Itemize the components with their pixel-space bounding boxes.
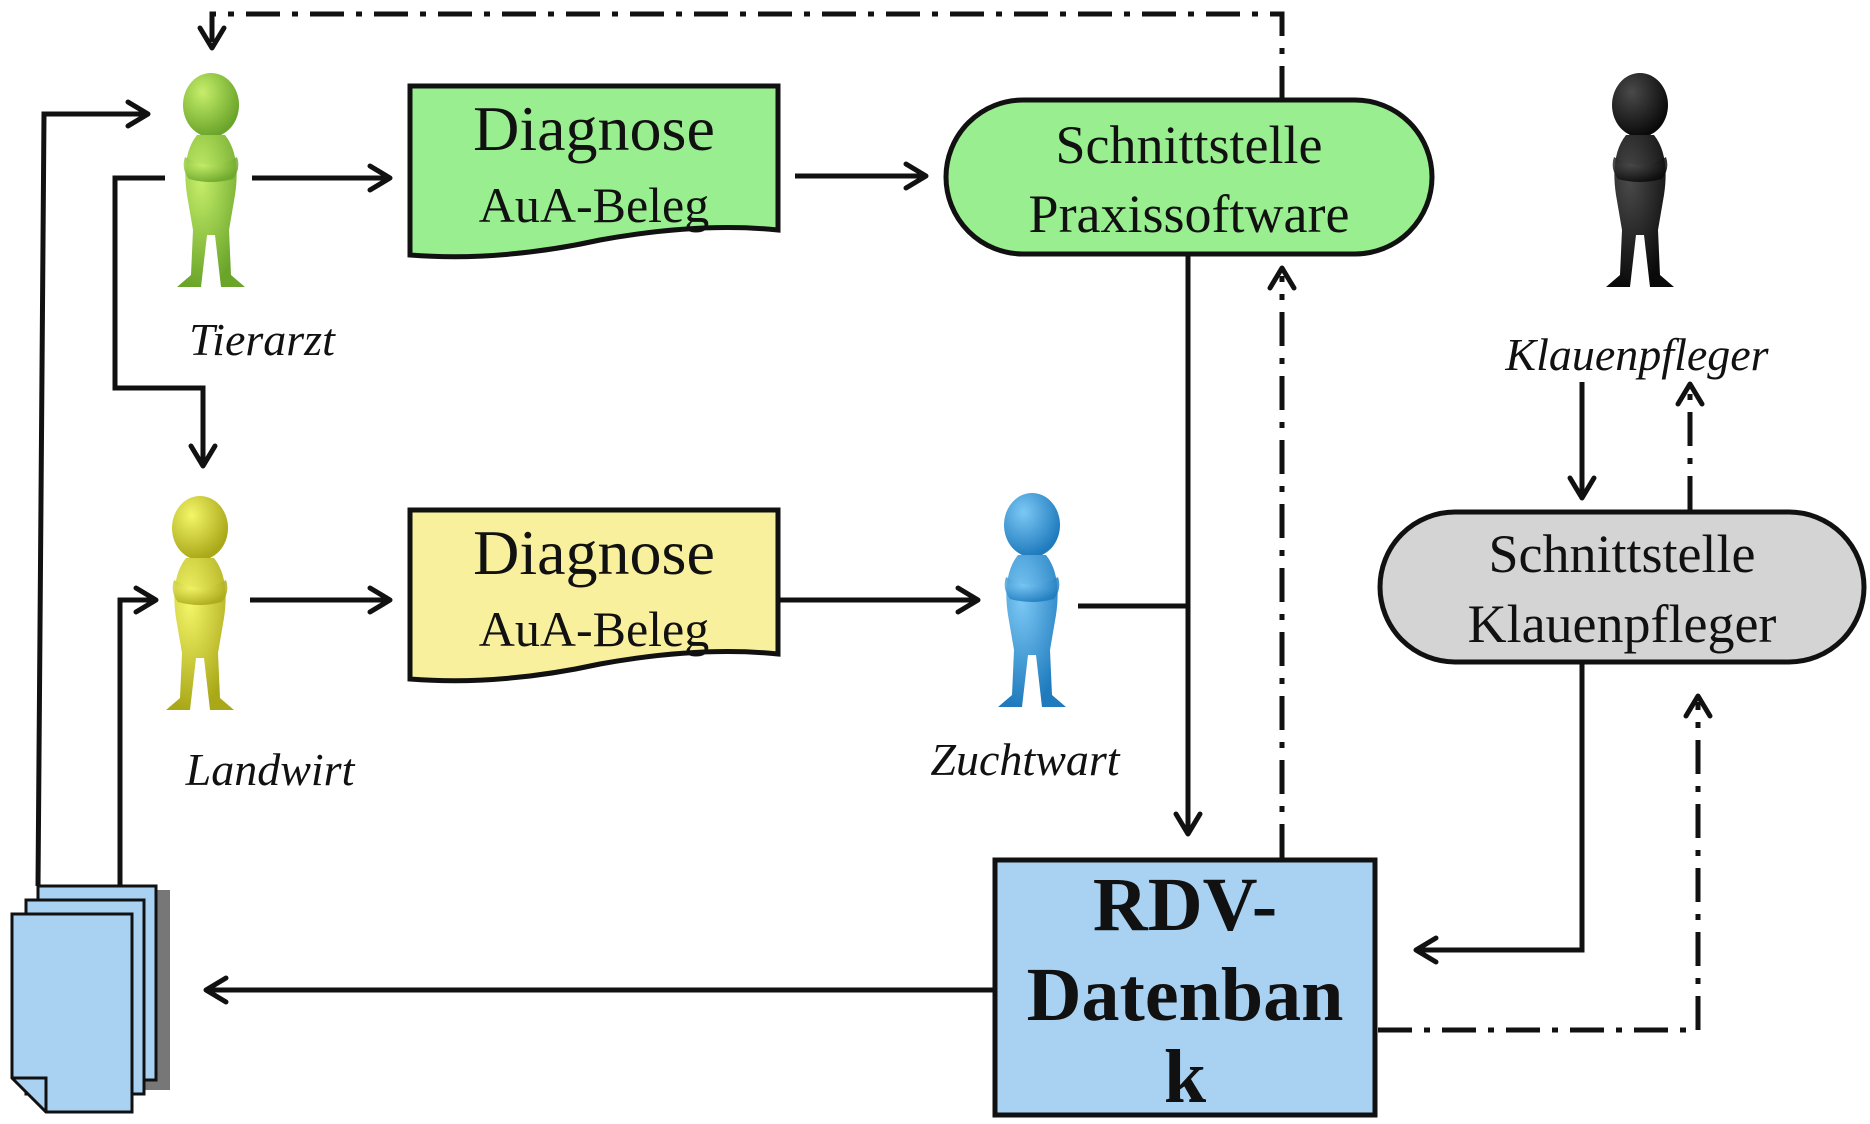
role-label-klauenpfleger: Klauenpfleger [1504,329,1769,380]
connector-tierarzt-to-landwirt [112,175,206,462]
database-line3: k [1164,1035,1207,1119]
role-label-landwirt: Landwirt [185,744,356,795]
document-title: Diagnose [473,93,715,164]
arrowhead [955,585,981,615]
interface-line1: Schnittstelle [1056,115,1323,175]
connector-interface-to-database [1418,664,1585,953]
arrowhead [125,99,151,129]
role-label-tierarzt: Tierarzt [189,314,336,365]
arrowhead [133,585,159,615]
connector-report-to-landwirt [117,597,153,886]
tierarzt-figure-icon [177,73,245,287]
return-praxissoftware-to-tierarzt [209,11,1285,100]
arrowhead [1567,475,1597,501]
arrowhead [197,25,227,51]
arrowhead [1173,811,1203,837]
diagnose-document-green: Diagnose AuA-Beleg [407,83,781,260]
document-subtitle: AuA-Beleg [479,601,710,657]
report-stack-icon [10,884,170,1114]
arrowhead [903,161,929,191]
diagnose-document-yellow: Diagnose AuA-Beleg [407,507,781,684]
arrowhead [188,443,218,469]
arrowhead [203,975,229,1005]
database-line2: Datenban [1027,953,1344,1037]
arrowhead [1683,693,1713,719]
klauenpfleger-figure-icon [1606,73,1674,287]
return-database-to-interface [1378,702,1701,1033]
interface-line2: Praxissoftware [1029,184,1350,244]
schnittstelle-praxissoftware: Schnittstelle Praxissoftware [943,97,1435,257]
document-subtitle: AuA-Beleg [479,177,710,233]
arrowhead [367,163,393,193]
schnittstelle-klauenpfleger: Schnittstelle Klauenpfleger [1377,509,1867,665]
connector-report-to-tierarzt [35,111,145,887]
arrowhead [367,585,393,615]
landwirt-figure-icon [166,496,234,710]
role-label-zuchtwart: Zuchtwart [930,734,1120,785]
arrowhead [1267,265,1297,291]
rdv-datenbank: RDV- Datenban k [992,857,1378,1119]
zuchtwart-figure-icon [998,493,1066,707]
document-title: Diagnose [473,517,715,588]
arrowhead [1675,381,1705,407]
interface-line2: Klauenpfleger [1468,594,1777,654]
database-line1: RDV- [1093,863,1277,947]
arrowhead [1413,935,1439,965]
interface-line1: Schnittstelle [1489,524,1756,584]
